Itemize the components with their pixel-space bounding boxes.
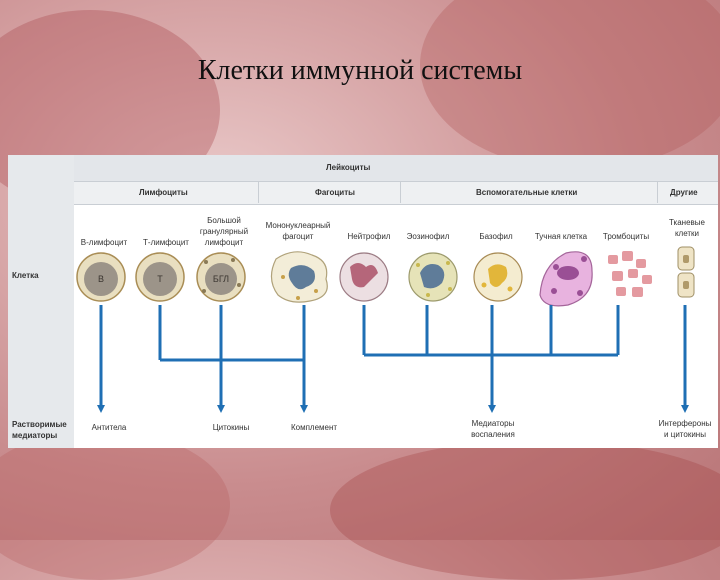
eosinophil-cell <box>409 253 457 301</box>
background-blob <box>330 440 720 580</box>
t-lymphocyte-cell: T <box>136 253 184 301</box>
platelets-cells <box>608 251 652 297</box>
b-lymphocyte-cell: B <box>77 253 125 301</box>
neutrophil-cell <box>340 253 388 301</box>
mast-cell <box>540 252 592 306</box>
page-title: Клетки иммунной системы <box>0 55 720 87</box>
connector-lines <box>101 305 685 409</box>
b-nucleus-label: B <box>98 274 104 284</box>
lgl-nucleus-label: БГЛ <box>213 274 229 284</box>
mononuclear-phagocyte-cell <box>271 252 327 302</box>
diagram-graphics: B T БГЛ <box>8 155 718 448</box>
basophil-cell <box>474 253 522 301</box>
tissue-cells <box>678 247 694 297</box>
lgl-cell: БГЛ <box>197 253 245 301</box>
diagram-panel: Лейкоциты Лимфоциты Фагоциты Вспомогател… <box>8 155 718 448</box>
t-nucleus-label: T <box>157 274 163 284</box>
background-blob <box>0 430 230 580</box>
